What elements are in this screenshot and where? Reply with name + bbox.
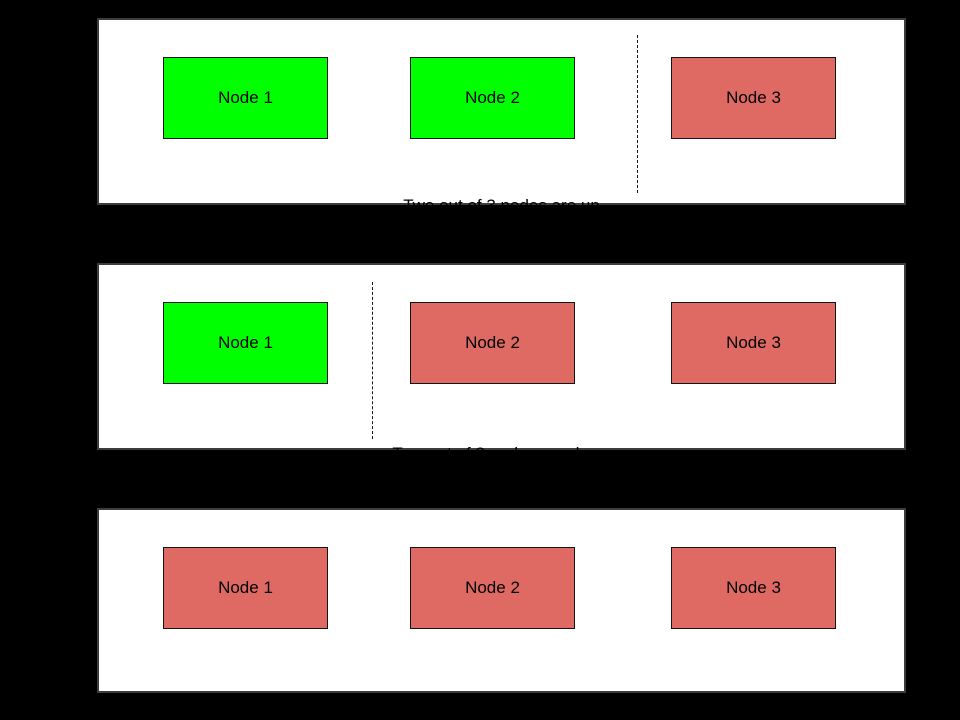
node-box: Node 1 <box>163 302 328 384</box>
node-box: Node 3 <box>671 302 836 384</box>
quorum-divider-line <box>637 35 638 193</box>
scenario-panel-majority-down: Node 1 Node 2 Node 3 Two out of 3 nodes … <box>97 263 906 529</box>
caption-line-1: Two out of 3 nodes are down <box>392 444 611 463</box>
node-box: Node 3 <box>671 547 836 629</box>
node-box: Node 1 <box>163 547 328 629</box>
caption-line-1: All Nodes are down <box>427 691 576 710</box>
node-box: Node 2 <box>410 302 575 384</box>
node-label: Node 3 <box>726 578 781 597</box>
node-label: Node 1 <box>218 578 273 597</box>
node-label: Node 3 <box>726 88 781 107</box>
node-box: Node 2 <box>410 547 575 629</box>
caption-line-1: Two out of 3 nodes are up <box>403 196 600 215</box>
scenario-panel-majority-up: Node 1 Node 2 Node 3 Two out of 3 nodes … <box>97 18 906 281</box>
scenario-caption: All Nodes are down Majority Fails & Clus… <box>99 646 904 720</box>
scenario-panel-all-down: Node 1 Node 2 Node 3 All Nodes are down … <box>97 508 906 710</box>
node-label: Node 1 <box>218 88 273 107</box>
node-box: Node 2 <box>410 57 575 139</box>
node-label: Node 2 <box>465 333 520 352</box>
node-box: Node 1 <box>163 57 328 139</box>
node-label: Node 2 <box>465 578 520 597</box>
node-label: Node 2 <box>465 88 520 107</box>
node-box: Node 3 <box>671 57 836 139</box>
quorum-divider-line <box>372 282 373 439</box>
node-label: Node 1 <box>218 333 273 352</box>
node-label: Node 3 <box>726 333 781 352</box>
